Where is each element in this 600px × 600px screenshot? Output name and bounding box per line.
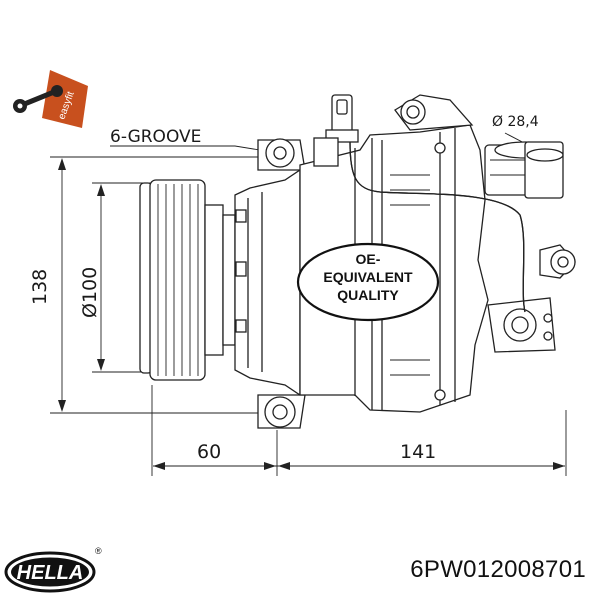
pulley <box>139 179 236 381</box>
port-diameter-label: Ø 28,4 <box>492 114 539 130</box>
suction-port <box>484 141 564 199</box>
brand-name: HELLA <box>17 562 84 584</box>
dimension-horizontal: 60 141 <box>151 385 567 476</box>
top-fitting <box>394 94 474 131</box>
mount-ear-bottom <box>257 394 306 429</box>
pulley-diameter-value: Ø100 <box>79 267 101 318</box>
front-housing <box>234 168 301 397</box>
stamp-line1: OE- <box>356 251 381 267</box>
stamp-line2: EQUIVALENT <box>323 269 413 285</box>
part-number: 6PW012008701 <box>410 556 586 583</box>
wrench-icon <box>13 85 63 113</box>
height-value: 138 <box>29 269 51 305</box>
brand-registered: ® <box>95 546 102 556</box>
mount-ear-top <box>257 138 306 171</box>
discharge-port <box>487 297 556 353</box>
mount-ear-right <box>539 244 576 279</box>
offset-value: 60 <box>197 441 221 463</box>
easyfit-badge: easyfit <box>13 70 88 128</box>
stamp-line3: QUALITY <box>337 287 399 303</box>
electrical-connector <box>313 94 526 313</box>
groove-label: 6-GROOVE <box>110 127 201 147</box>
dimension-pulley: Ø100 <box>79 182 150 373</box>
oe-quality-stamp: OE- EQUIVALENT QUALITY <box>296 242 440 322</box>
dimension-height: 138 <box>29 156 268 414</box>
length-value: 141 <box>400 441 436 463</box>
hella-logo: HELLA ® <box>4 546 102 593</box>
